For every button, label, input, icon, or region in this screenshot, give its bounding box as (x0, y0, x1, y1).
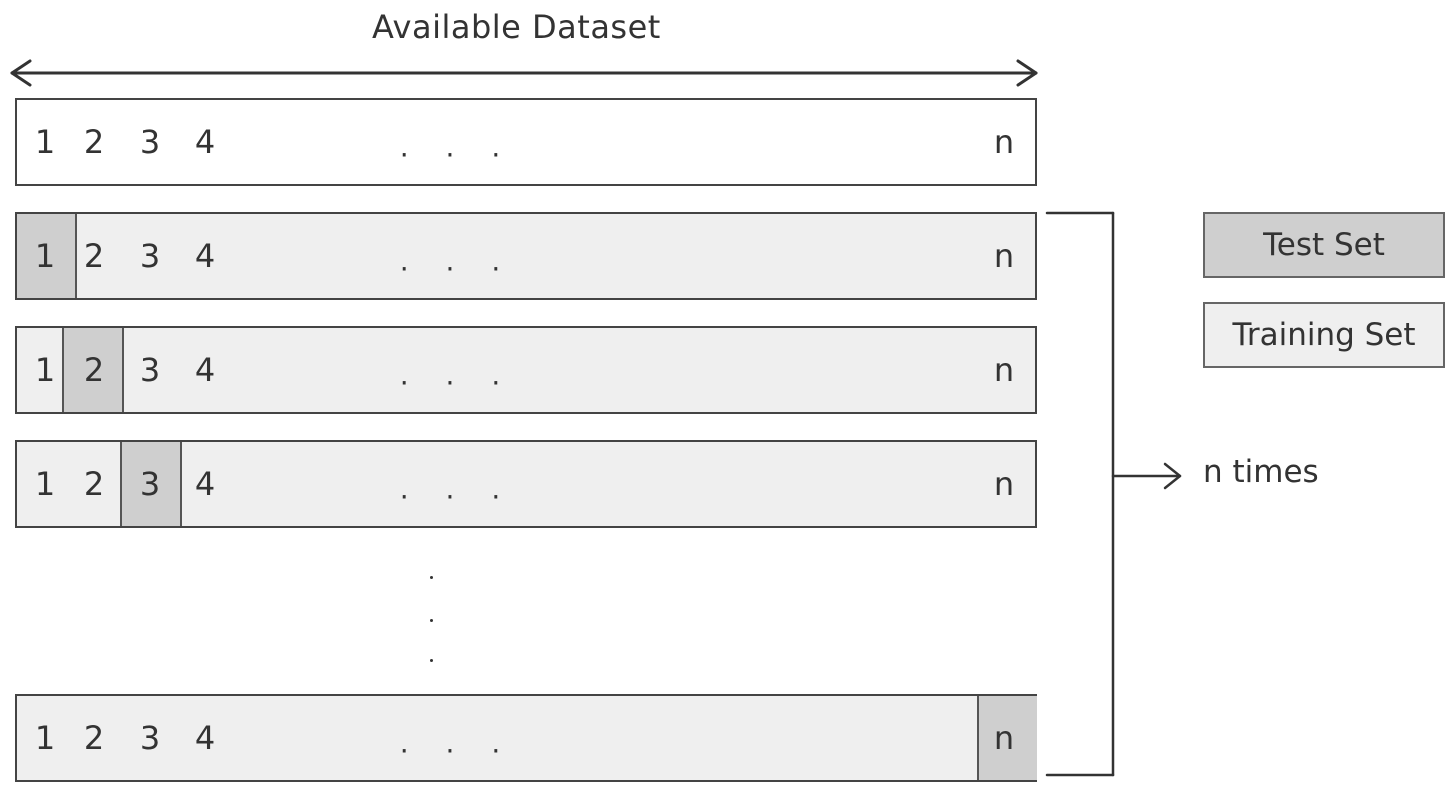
repeat-bracket (1045, 211, 1115, 777)
sample-3-label: 3 (139, 351, 161, 389)
sample-1-label: 1 (34, 719, 56, 757)
test-cell (977, 696, 1037, 780)
sample-4-label: 4 (194, 237, 216, 275)
sample-n-label: n (993, 719, 1015, 757)
ellipsis: . . . (399, 358, 515, 392)
legend-test-set: Test Set (1203, 212, 1445, 278)
sample-3-label: 3 (139, 465, 161, 503)
sample-4-label: 4 (194, 351, 216, 389)
dataset-span-arrow (10, 59, 1038, 87)
sample-2-label: 2 (83, 719, 105, 757)
fold-row-2: 1 2 3 4 . . . n (15, 326, 1037, 414)
repeat-arrow (1111, 462, 1182, 490)
fold-row-n: 1 2 3 4 . . . n (15, 694, 1037, 782)
sample-n-label: n (993, 237, 1015, 275)
sample-2-label: 2 (83, 123, 105, 161)
sample-4-label: 4 (194, 719, 216, 757)
sample-3-label: 3 (139, 237, 161, 275)
dataset-row-full: 1 2 3 4 . . . n (15, 98, 1037, 186)
ellipsis: . . . (399, 244, 515, 278)
legend-training-set: Training Set (1203, 302, 1445, 368)
vertical-ellipsis-dot (430, 619, 433, 622)
sample-1-label: 1 (34, 351, 56, 389)
sample-n-label: n (993, 351, 1015, 389)
sample-2-label: 2 (83, 237, 105, 275)
sample-n-label: n (993, 123, 1015, 161)
sample-2-label: 2 (83, 351, 105, 389)
sample-4-label: 4 (194, 123, 216, 161)
sample-4-label: 4 (194, 465, 216, 503)
test-cell (62, 328, 124, 412)
sample-3-label: 3 (139, 719, 161, 757)
fold-row-1: 1 2 3 4 . . . n (15, 212, 1037, 300)
sample-1-label: 1 (34, 123, 56, 161)
repeat-label: n times (1203, 454, 1319, 490)
fold-row-3: 1 2 3 4 . . . n (15, 440, 1037, 528)
ellipsis: . . . (399, 130, 515, 164)
sample-3-label: 3 (139, 123, 161, 161)
test-cell (17, 214, 77, 298)
sample-1-label: 1 (34, 237, 56, 275)
vertical-ellipsis-dot (430, 576, 433, 579)
test-cell (120, 442, 182, 526)
vertical-ellipsis-dot (430, 659, 433, 662)
sample-2-label: 2 (83, 465, 105, 503)
ellipsis: . . . (399, 472, 515, 506)
ellipsis: . . . (399, 726, 515, 760)
dataset-title: Available Dataset (372, 8, 661, 46)
sample-1-label: 1 (34, 465, 56, 503)
sample-n-label: n (993, 465, 1015, 503)
